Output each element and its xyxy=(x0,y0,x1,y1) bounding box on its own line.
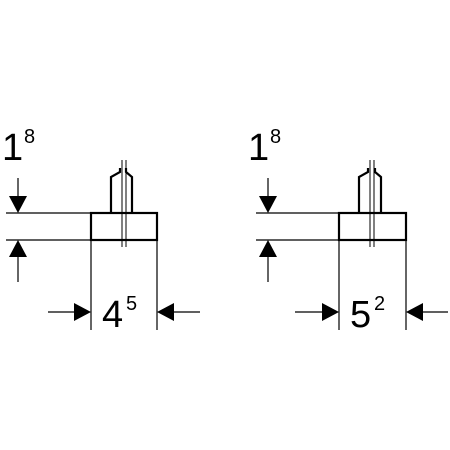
width-dim-main: 5 xyxy=(350,294,371,336)
view-right: 1 8 5 2 xyxy=(248,126,448,336)
width-dim-sup: 5 xyxy=(126,293,137,315)
height-dim-main: 1 xyxy=(248,127,269,169)
width-arrow-left-head xyxy=(74,303,91,321)
width-arrow-right-head xyxy=(406,303,423,321)
height-arrow-bottom-head xyxy=(259,240,277,257)
height-arrow-top-head xyxy=(259,196,277,213)
part-body xyxy=(89,211,159,242)
width-dim-main: 4 xyxy=(102,294,123,336)
height-arrow-bottom-head xyxy=(9,240,27,257)
view-left: 1 8 4 5 xyxy=(2,126,200,336)
height-arrow-top-head xyxy=(9,196,27,213)
width-arrow-left-head xyxy=(322,303,339,321)
width-arrow-right-head xyxy=(157,303,174,321)
height-dim-sup: 8 xyxy=(270,126,281,148)
height-dim-sup: 8 xyxy=(24,126,35,148)
part-body xyxy=(337,211,408,242)
width-dim-sup: 2 xyxy=(374,293,385,315)
height-dim-main: 1 xyxy=(2,127,23,169)
part-stem xyxy=(357,168,383,213)
